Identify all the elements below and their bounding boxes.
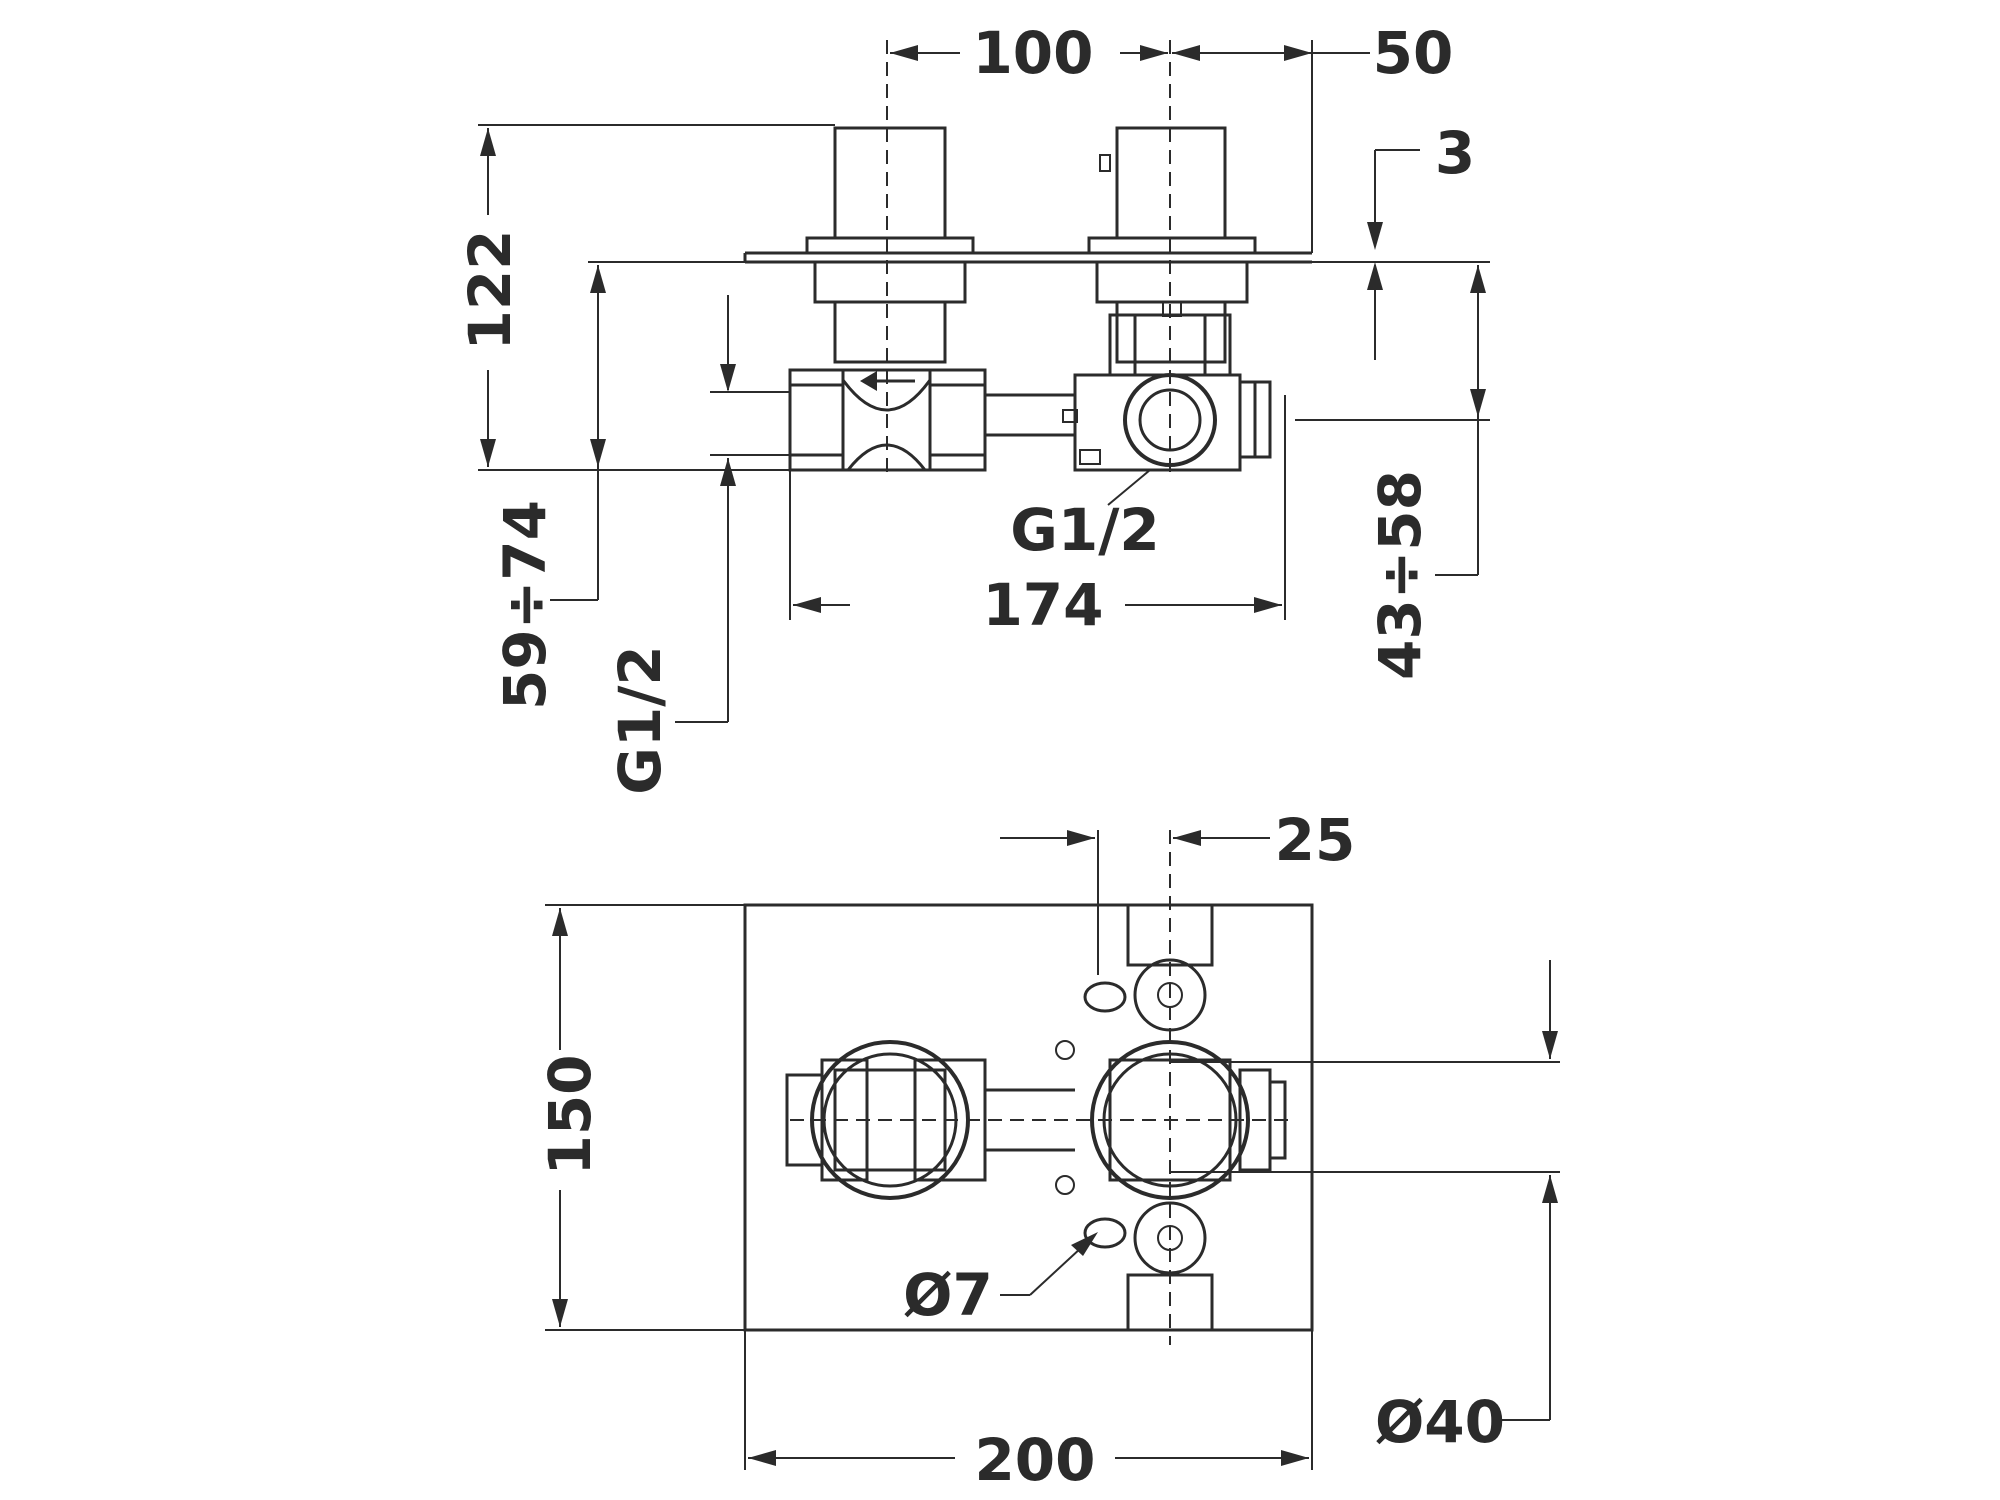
flow-arrow-icon xyxy=(860,371,877,391)
connecting-pipe xyxy=(985,393,1078,437)
dimension-150-label: 150 xyxy=(536,1054,604,1175)
dimension-d40: Ø40 xyxy=(1170,960,1560,1456)
dimension-100: 100 xyxy=(890,19,1168,87)
dimension-g12-left: G1/2 xyxy=(606,295,790,795)
dimension-59-74: 59÷74 xyxy=(491,261,745,710)
dimension-50: 50 xyxy=(1172,19,1453,87)
dimension-200: 200 xyxy=(744,1330,1313,1494)
dimension-3: 3 xyxy=(1312,119,1490,360)
cover-plate-outline xyxy=(743,903,1314,1332)
dimension-g12-center: G1/2 xyxy=(1010,469,1160,564)
dimension-d40-label: Ø40 xyxy=(1375,1388,1505,1456)
dimension-122-label: 122 xyxy=(456,229,524,350)
dimension-59-74-label: 59÷74 xyxy=(491,500,559,710)
top-outlet xyxy=(1126,903,1214,967)
dimension-174-label: 174 xyxy=(982,571,1103,639)
dimension-25: 25 xyxy=(1000,806,1355,874)
dimension-150: 150 xyxy=(536,904,745,1331)
dimension-100-label: 100 xyxy=(972,19,1093,87)
dimension-d7: Ø7 xyxy=(903,1232,1098,1329)
right-valve-body xyxy=(1073,313,1272,472)
dimension-200-label: 200 xyxy=(974,1426,1095,1494)
dimension-43-58: 43÷58 xyxy=(1295,261,1490,680)
dimension-g12-left-label: G1/2 xyxy=(606,645,674,795)
dimension-3-label: 3 xyxy=(1435,119,1475,187)
side-elevation-view: 100 50 3 122 xyxy=(456,19,1490,795)
dimension-122: 122 xyxy=(456,124,835,471)
left-handle xyxy=(805,126,975,364)
dimension-50-label: 50 xyxy=(1373,19,1454,87)
dimension-43-58-label: 43÷58 xyxy=(1366,470,1434,680)
front-plan-view: 25 150 Ø7 Ø40 xyxy=(536,806,1560,1494)
dimension-g12-center-label: G1/2 xyxy=(1010,496,1160,564)
dimension-174: 174 xyxy=(789,395,1286,639)
dimension-25-label: 25 xyxy=(1275,806,1356,874)
dimension-d7-label: Ø7 xyxy=(903,1261,993,1329)
